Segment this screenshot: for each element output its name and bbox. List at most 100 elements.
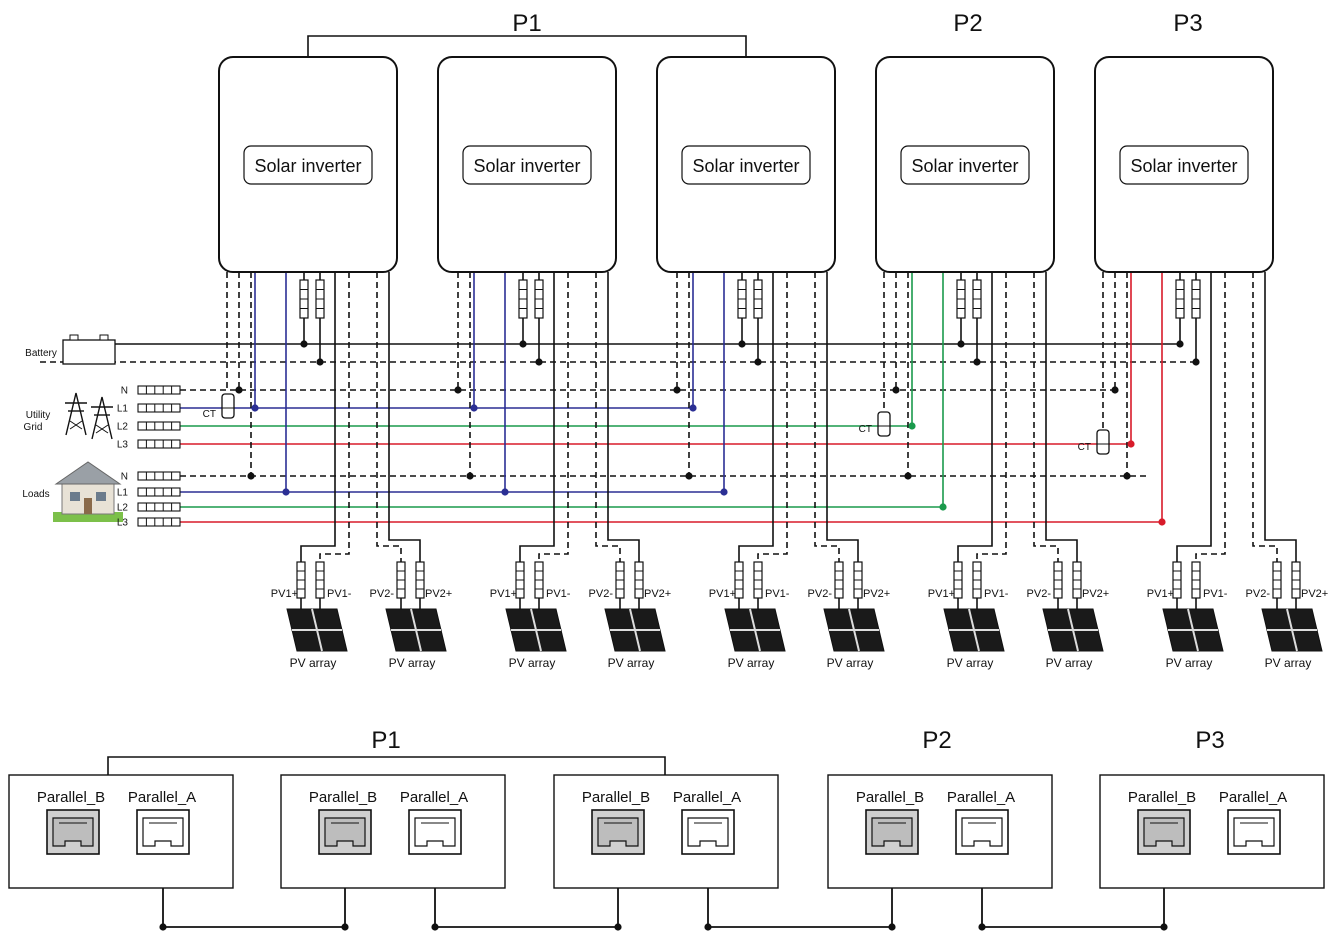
battery-breaker-pos-2 [518, 279, 528, 319]
terminal-block-body [137, 471, 181, 481]
ct-clamp-4 [877, 411, 891, 437]
inverter-label-2: Solar inverter [473, 156, 580, 176]
battery-neg-junction-5 [1192, 358, 1200, 366]
parallel-link-dot-b-2 [341, 923, 349, 931]
parallel-link-dot-a-1 [159, 923, 167, 931]
ct-body [221, 393, 235, 419]
load-phase-junction-5 [1158, 518, 1166, 526]
pv1-neg-wire-2 [538, 272, 569, 562]
inverter-label-5: Solar inverter [1130, 156, 1237, 176]
pv2-neg-wire-4 [1033, 272, 1059, 562]
port-socket [142, 817, 184, 847]
grid-terminal-3 [137, 439, 181, 449]
junction-dots [159, 340, 1200, 931]
inverter-label-3: Solar inverter [692, 156, 799, 176]
utility-label-line1: Utility [26, 410, 50, 421]
pv2-pos-wire-1 [388, 272, 421, 562]
inverter-label-4: Solar inverter [911, 156, 1018, 176]
inverter-label-box-3 [681, 145, 811, 185]
tower-brace [95, 424, 109, 434]
port-socket [1143, 817, 1185, 847]
line-letter: L3 [117, 518, 129, 529]
battery-breaker-neg-2 [534, 279, 544, 319]
pv-array-label-3-0: PV array [728, 656, 775, 670]
grid-n-junction-5 [1111, 386, 1119, 394]
terminal-block-body [137, 385, 181, 395]
grid-phase-junction-5 [1127, 440, 1135, 448]
parallel-link-dot-a-4 [978, 923, 986, 931]
ct-label-4: CT [859, 424, 872, 435]
port-socket [961, 817, 1003, 847]
battery-terminal [99, 334, 109, 341]
pv-breaker-5-3 [1291, 561, 1301, 599]
parallel-link-dot-b-5 [1160, 923, 1168, 931]
ct-body [1096, 429, 1110, 455]
parallel-b-label-5: Parallel_B [1128, 789, 1196, 806]
parallel-link-4-5 [981, 854, 1165, 928]
group-title-p3: P3 [1173, 10, 1202, 37]
pv1-neg-wire-3 [757, 272, 788, 562]
ct-body [877, 411, 891, 437]
pv2-neg-wire-3 [814, 272, 840, 562]
tower-legs [91, 396, 113, 440]
pv1-pos-wire-2 [519, 272, 555, 562]
pv2-pos-wire-5 [1264, 272, 1297, 562]
grid-terminal-1 [137, 403, 181, 413]
line-letter: N [121, 386, 128, 397]
parallel-link-1-2 [162, 854, 346, 928]
inverter-label-box-4 [900, 145, 1030, 185]
battery-label: Battery [25, 348, 57, 359]
pv2-plus-label-4: PV2+ [1082, 588, 1109, 600]
parallel-b-port-5 [1137, 809, 1191, 855]
terminal-block-body [137, 421, 181, 431]
lawn [53, 512, 123, 522]
house-roof [54, 461, 122, 485]
pv-array-label-4-0: PV array [947, 656, 994, 670]
p1-parallel-bracket [107, 756, 666, 775]
load-n-junction-3 [685, 472, 693, 480]
pv2-pos-wire-3 [826, 272, 859, 562]
pv-panel-icon-5-0 [1162, 608, 1224, 652]
parallel-a-label-2: Parallel_A [400, 789, 468, 806]
load-phase-junction-1 [282, 488, 290, 496]
line-letter: L2 [117, 422, 129, 433]
grid-phase-junction-4 [908, 422, 916, 430]
pv-breaker-2-1 [534, 561, 544, 599]
pv-breaker-3-1 [753, 561, 763, 599]
inverter-label-box-1 [243, 145, 373, 185]
parallel-a-port-5 [1227, 809, 1281, 855]
pv2-neg-wire-1 [376, 272, 402, 562]
pv-breaker-2-3 [634, 561, 644, 599]
parallel-b-label-4: Parallel_B [856, 789, 924, 806]
pv-breaker-4-2 [1053, 561, 1063, 599]
pv-breaker-3-3 [853, 561, 863, 599]
grid-phase-junction-3 [689, 404, 697, 412]
pv-breaker-5-0 [1172, 561, 1182, 599]
port-socket [687, 817, 729, 847]
pv-breaker-4-1 [972, 561, 982, 599]
pv-panel-icon-1-1 [385, 608, 447, 652]
parallel-a-label-1: Parallel_A [128, 789, 196, 806]
ct-label-5: CT [1078, 442, 1091, 453]
house-window [96, 492, 106, 501]
load-terminal-2 [137, 502, 181, 512]
grid-phase-junction-2 [470, 404, 478, 412]
port-socket [52, 817, 94, 847]
load-terminal-0 [137, 471, 181, 481]
pv-array-label-5-0: PV array [1166, 656, 1213, 670]
battery-pos-junction-4 [957, 340, 965, 348]
pv1-pos-wire-5 [1176, 272, 1212, 562]
components [8, 56, 1325, 889]
pv1-neg-wire-4 [976, 272, 1007, 562]
battery-breaker-neg-4 [972, 279, 982, 319]
load-n-junction-2 [466, 472, 474, 480]
pv-breaker-3-2 [834, 561, 844, 599]
pv1-pos-wire-3 [738, 272, 774, 562]
grid-terminal-0 [137, 385, 181, 395]
parallel-link-dot-b-3 [614, 923, 622, 931]
pv-array-label-5-1: PV array [1265, 656, 1312, 670]
pv2-minus-label-5: PV2- [1246, 588, 1271, 600]
pv2-pos-wire-2 [607, 272, 640, 562]
terminal-block-body [137, 502, 181, 512]
parallel-group-title-p3: P3 [1195, 727, 1224, 754]
